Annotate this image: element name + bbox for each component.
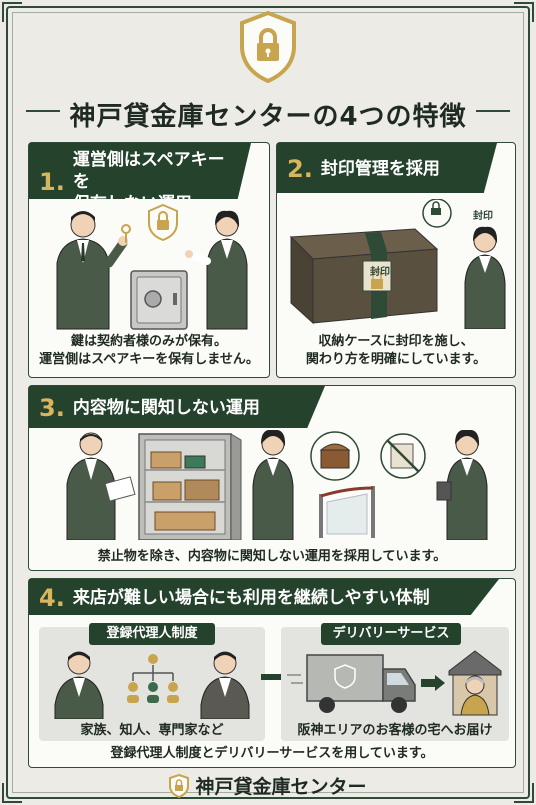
delivery-service-label: デリバリーサービス	[321, 623, 461, 645]
delivery-illustration	[283, 645, 505, 719]
seal-badge-icon	[422, 199, 452, 228]
feature-1-header: 1. 運営側はスペアキーを 保有しない運用	[29, 143, 251, 199]
feature-3-header: 3. 内容物に関知しない運用	[29, 386, 325, 428]
feature-3-illustration	[51, 430, 501, 540]
family-tree-icon	[127, 654, 179, 703]
feature-1-number: 1.	[39, 168, 65, 196]
feature-card-1: 1. 運営側はスペアキーを 保有しない運用	[28, 142, 270, 378]
delivery-caption: 阪神エリアのお客様の宅へお届け	[297, 723, 493, 738]
feature-3-heading: 内容物に関知しない運用	[72, 398, 260, 418]
barrier-stanchion-icon	[319, 486, 375, 538]
feature-1-caption-line2: 運営側はスペアキーを保有しません。	[39, 352, 259, 367]
shield-lock-icon	[148, 203, 178, 242]
key-icon	[121, 224, 131, 243]
outer-frame	[6, 6, 530, 799]
staff-woman-illustration	[185, 210, 248, 330]
title-rule	[476, 110, 510, 112]
delivery-service-panel: デリバリーサービス	[281, 623, 509, 741]
staff-woman-illustration	[464, 226, 506, 329]
shield-lock-icon	[169, 773, 190, 798]
footer-brand-name: 神戸貸金庫センター	[195, 776, 367, 798]
corner-ornament	[514, 2, 534, 22]
arrow-right-icon	[421, 675, 445, 691]
corner-ornament	[2, 2, 22, 22]
feature-3-caption: 禁止物を除き、内容物に関知しない運用を採用しています。	[97, 549, 447, 564]
sealed-box-icon	[289, 228, 439, 325]
no-documents-icon	[380, 433, 426, 479]
staff-man-illustration	[56, 211, 128, 330]
corner-ornament	[2, 783, 22, 803]
staff-man-illustration	[54, 651, 104, 719]
feature-2-heading: 封印管理を採用	[320, 159, 440, 179]
feature-4-caption: 登録代理人制度とデリバリーサービスを用しています。	[110, 746, 434, 761]
open-safe-icon	[138, 433, 242, 540]
feature-1-caption-line1: 鍵は契約者様のみが保有。	[70, 334, 227, 349]
feature-4-header: 4. 来店が難しい場合にも利用を継続しやすい体制	[29, 579, 499, 615]
feature-card-3: 3. 内容物に関知しない運用	[28, 385, 516, 571]
agent-system-panel: 登録代理人制度	[39, 623, 265, 741]
feature-4-heading: 来店が難しい場合にも利用を継続しやすい体制	[72, 588, 430, 608]
page-title: 神戸貸金庫センターの4つの特徴	[69, 102, 467, 132]
feature-1-illustration	[35, 203, 265, 333]
staff-man-illustration	[200, 651, 250, 719]
staff-woman-illustration	[436, 430, 488, 540]
delivery-truck-icon	[287, 654, 416, 713]
feature-card-4: 4. 来店が難しい場合にも利用を継続しやすい体制 登録代理人制度	[28, 578, 516, 768]
feature-2-header: 2. 封印管理を採用	[277, 143, 497, 193]
feature-2-illustration	[285, 199, 511, 329]
feature-1-heading-line1: 運営側はスペアキーを	[72, 150, 225, 192]
staff-man-illustration	[66, 432, 136, 540]
shield-lock-icon	[237, 10, 299, 84]
footer-brand: 神戸貸金庫センター	[0, 772, 536, 799]
feature-2-number: 2.	[287, 155, 313, 183]
safe-icon	[130, 270, 188, 330]
treasure-box-icon	[310, 431, 360, 481]
box-seal-label: 封印	[370, 267, 390, 278]
title-rule	[26, 110, 60, 112]
seal-badge-label: 封印	[473, 211, 493, 222]
agent-illustration	[43, 647, 261, 719]
feature-4-number: 4.	[39, 584, 65, 612]
feature-2-caption-line1: 収納ケースに封印を施し、	[318, 334, 474, 349]
staff-woman-illustration	[252, 430, 294, 540]
agent-system-label: 登録代理人制度	[89, 623, 215, 645]
corner-ornament	[514, 783, 534, 803]
feature-2-caption-line2: 関わり方を明確にしています。	[305, 352, 487, 367]
feature-3-number: 3.	[39, 394, 65, 422]
feature-card-2: 2. 封印管理を採用	[276, 142, 516, 378]
customer-home-icon	[448, 650, 502, 716]
agent-caption: 家族、知人、専門家など	[80, 723, 224, 738]
feature-1-heading-line2: 保有しない運用	[72, 194, 192, 214]
